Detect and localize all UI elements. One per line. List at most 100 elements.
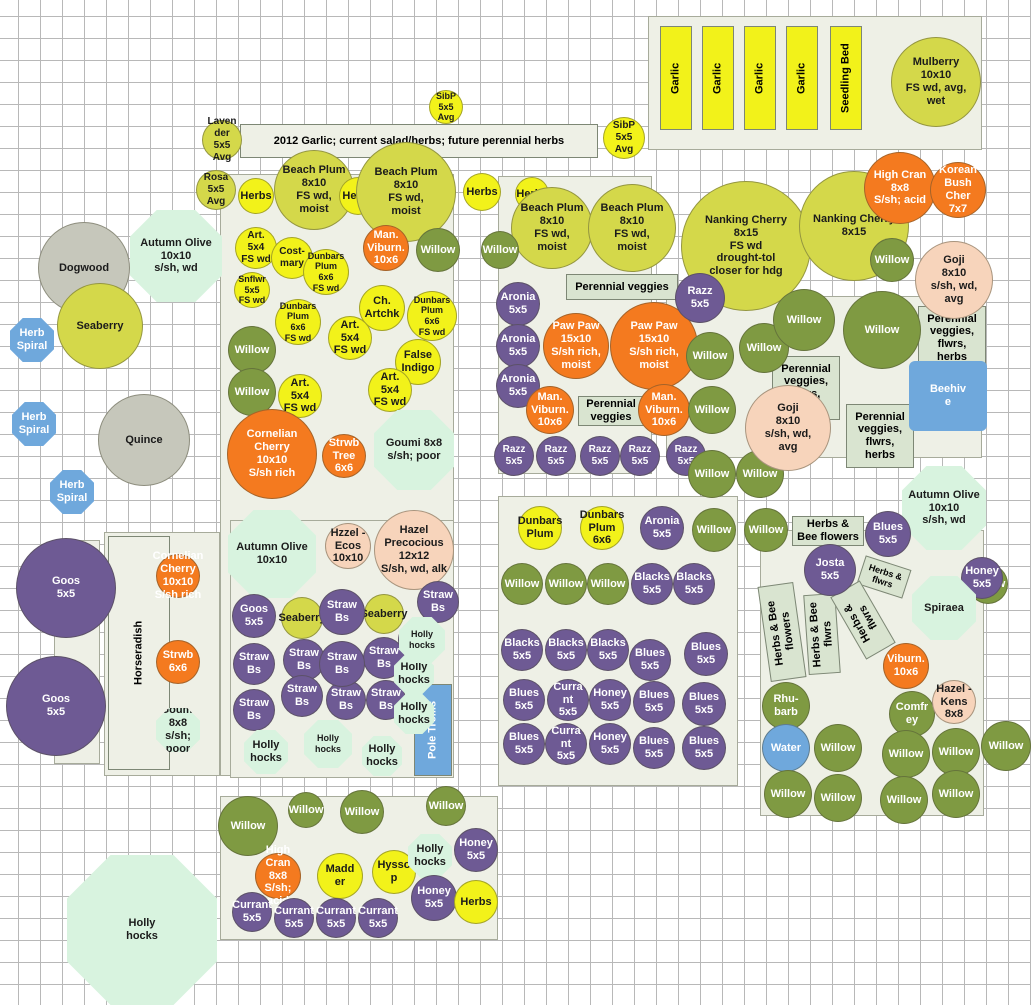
plant-willow: Willow (416, 228, 460, 272)
plant-aronia: Aronia 5x5 (496, 324, 540, 368)
plant-dunbars: Dunbars Plum 6x6 FS wd (275, 299, 321, 345)
plant-currant: Currant 5x5 (274, 898, 314, 938)
plant-mulberry: Mulberry 10x10 FS wd, avg, wet (891, 37, 981, 127)
plant-autumn-olive: Autumn Olive 10x10 s/sh, wd (130, 210, 222, 302)
plant-dunbars: Dunbars Plum 6x6 (580, 506, 624, 550)
plant-straw: Straw Bs (319, 589, 365, 635)
plant-herb: Herb Spiral (50, 470, 94, 514)
plant-blacks: Blacks 5x5 (545, 629, 587, 671)
plant-holly: Holly hocks (304, 720, 352, 768)
plant-honey: Honey 5x5 (589, 723, 631, 765)
perennial-veggies-label: Perennial veggies (578, 396, 644, 426)
plant-strwb: Strwb 6x6 (156, 640, 200, 684)
plant-holly: Holly hocks (67, 855, 217, 1005)
plant-willow: Willow (764, 770, 812, 818)
plant-goji: Goji 8x10 s/sh, wd, avg (745, 385, 831, 471)
plant-blues: Blues 5x5 (503, 723, 545, 765)
plant-currant: Currant 5x5 (232, 892, 272, 932)
plant-quince: Quince (98, 394, 190, 486)
plant-seaberry: Seaberry (278, 597, 326, 639)
plant-beach-plum: Beach Plum 8x10 FS wd, moist (511, 187, 593, 269)
plant-holly: Holly hocks (394, 694, 434, 734)
plant-willow: Willow (981, 721, 1031, 771)
plant-blues: Blues 5x5 (865, 511, 911, 557)
plant-goos: Goos 5x5 (6, 656, 106, 756)
plant-hazel: Hazel Precocious 12x12 S/sh, wd, alk (374, 510, 454, 590)
plant-razz: Razz 5x5 (620, 436, 660, 476)
plant-dunbars: Dunbars Plum (518, 506, 562, 550)
plant-blues: Blues 5x5 (682, 682, 726, 726)
plant-curra: Curra nt 5x5 (545, 723, 587, 765)
plant-rhu: Rhu- barb (762, 682, 810, 730)
plant-aronia: Aronia 5x5 (640, 506, 684, 550)
plant-willow: Willow (692, 508, 736, 552)
plant-herb: Herb Spiral (12, 402, 56, 446)
plant-razz: Razz 5x5 (580, 436, 620, 476)
garlic-row-label: Garlic (702, 26, 734, 130)
plant-straw: Straw Bs (417, 581, 459, 623)
garlic-row-label: Garlic (786, 26, 818, 130)
plant-razz: Razz 5x5 (536, 436, 576, 476)
plant-beach-plum: Beach Plum 8x10 FS wd, moist (588, 184, 676, 272)
plant-laven: Laven der 5x5 Avg (202, 116, 242, 163)
plant-straw: Straw Bs (233, 689, 275, 731)
plant-goos: Goos 5x5 (16, 538, 116, 638)
plant-hzzel-ecos: Hzzel - Ecos 10x10 (325, 523, 371, 569)
plant-willow: Willow (688, 386, 736, 434)
plant-willow: Willow (932, 728, 980, 776)
plant-willow: Willow (686, 332, 734, 380)
plant-willow: Willow (228, 368, 276, 416)
plant-herbs: Herbs (454, 880, 498, 924)
plant-water: Water (762, 724, 810, 772)
plant-willow: Willow (426, 786, 466, 826)
plant-willow: Willow (481, 231, 519, 269)
plant-willow: Willow (501, 563, 543, 605)
plant-autumn-olive: Autumn Olive 10x10 (228, 510, 316, 598)
plant-blacks: Blacks 5x5 (673, 563, 715, 605)
plant-madd: Madd er (317, 853, 363, 899)
plant-honey: Honey 5x5 (961, 557, 1003, 599)
plant-willow: Willow (882, 730, 930, 778)
plant-razz: Razz 5x5 (675, 273, 725, 323)
plant-holly: Holly hocks (399, 617, 445, 663)
plant-art: Art. 5x4 FS wd (368, 368, 412, 412)
plant-goos: Goos 5x5 (232, 594, 276, 638)
plant-curra: Curra nt 5x5 (547, 679, 589, 721)
plant-willow: Willow (688, 450, 736, 498)
plant-man: Man. Viburn. 10x6 (363, 225, 409, 271)
plant-autumn-olive: Autumn Olive 10x10 s/sh, wd (902, 466, 986, 550)
plant-straw: Straw Bs (326, 680, 366, 720)
plant-goumi-8x8: Goumi 8x8 s/sh; poor (374, 410, 454, 490)
plant-blues: Blues 5x5 (633, 727, 675, 769)
plant-comfr: Comfr ey (889, 691, 935, 737)
plant-sibp: SibP 5x5 Avg (603, 117, 645, 159)
plant-cornelian: Cornelian Cherry 10x10 S/sh rich (152, 550, 204, 601)
herbs-bee-flowers-label: Herbs & Bee flowers (792, 516, 864, 546)
plant-holly: Holly hocks (244, 730, 288, 774)
plant-art: Art. 5x4 FS wd (328, 316, 372, 360)
plant-holly: Holly hocks (408, 834, 452, 878)
plant-herb: Herb Spiral (10, 318, 54, 362)
plant-seaberry: Seaberry (360, 594, 408, 634)
plant-willow: Willow (545, 563, 587, 605)
plant-viburn: Viburn. 10x6 (883, 643, 929, 689)
plant-aronia: Aronia 5x5 (496, 282, 540, 326)
plant-snflwr: Snflwr 5x5 FS wd (234, 272, 270, 308)
plant-blacks: Blacks 5x5 (587, 629, 629, 671)
plant-razz: Razz 5x5 (494, 436, 534, 476)
plant-art: Art. 5x4 FS wd (235, 227, 277, 269)
plant-straw: Straw Bs (281, 675, 323, 717)
plant-goumi-8x8: Goumi 8x8 s/sh; poor (156, 708, 200, 752)
plant-cornelian: Cornelian Cherry 10x10 S/sh rich (227, 409, 317, 499)
plant-high-cran: High Cran 8x8 S/sh; acid (255, 844, 301, 907)
plant-high-cran: High Cran 8x8 S/sh; acid (864, 152, 936, 224)
plant-blues: Blues 5x5 (629, 639, 671, 681)
plant-dunbars: Dunbars Plum 6x6 FS wd (303, 249, 349, 295)
plant-blues: Blues 5x5 (682, 726, 726, 770)
plant-herbs: Herbs (463, 173, 501, 211)
plant-willow: Willow (340, 790, 384, 834)
plant-straw: Straw Bs (319, 641, 365, 687)
plant-willow: Willow (870, 238, 914, 282)
plant-man: Man. Viburn. 10x6 (638, 384, 690, 436)
plant-willow: Willow (218, 796, 278, 856)
